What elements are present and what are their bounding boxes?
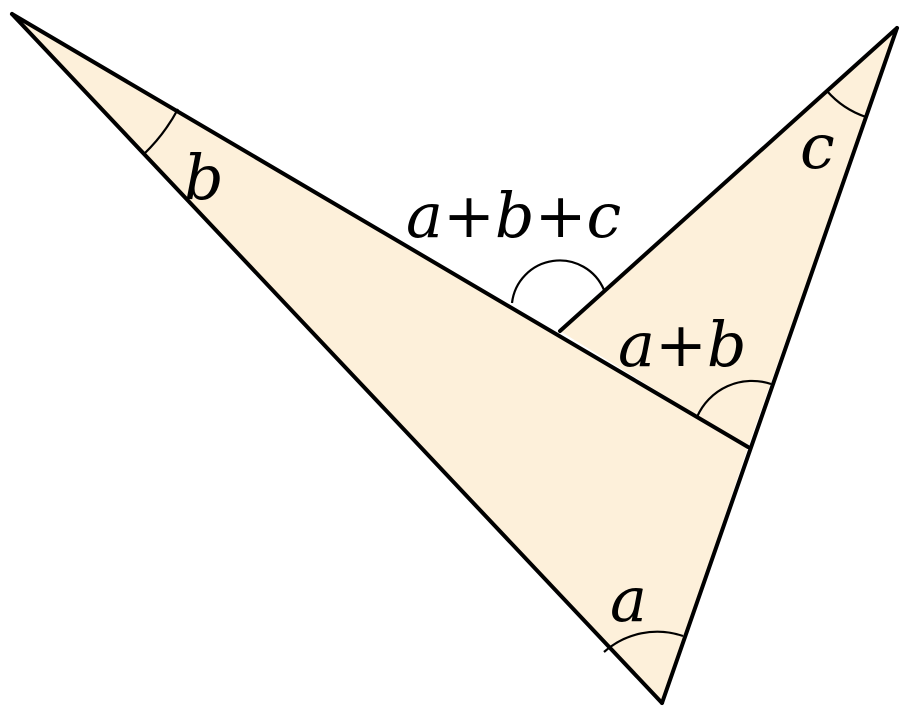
- angle-arc-b: [143, 108, 179, 155]
- label-angle-a-plus-b: a+b: [618, 308, 747, 381]
- edge-top-left-to-middle-right: [10, 12, 750, 449]
- large-triangle-fill: [12, 14, 748, 703]
- label-angle-a-plus-b-plus-c: a+b+c: [406, 179, 621, 252]
- label-angle-a: a: [610, 563, 647, 636]
- angle-arc-a: [603, 630, 684, 653]
- angle-arc-a-plus-b: [695, 379, 772, 418]
- edge-bottom-to-top-right: [660, 26, 899, 705]
- edge-inner-to-top-right: [558, 26, 899, 333]
- angle-arc-c: [826, 90, 867, 119]
- label-angle-b: b: [184, 141, 224, 214]
- angle-arc-a-plus-b-plus-c: [510, 259, 606, 304]
- small-triangle-fill: [560, 28, 897, 447]
- edge-top-left-to-bottom: [10, 12, 664, 705]
- label-angle-c: c: [800, 110, 835, 183]
